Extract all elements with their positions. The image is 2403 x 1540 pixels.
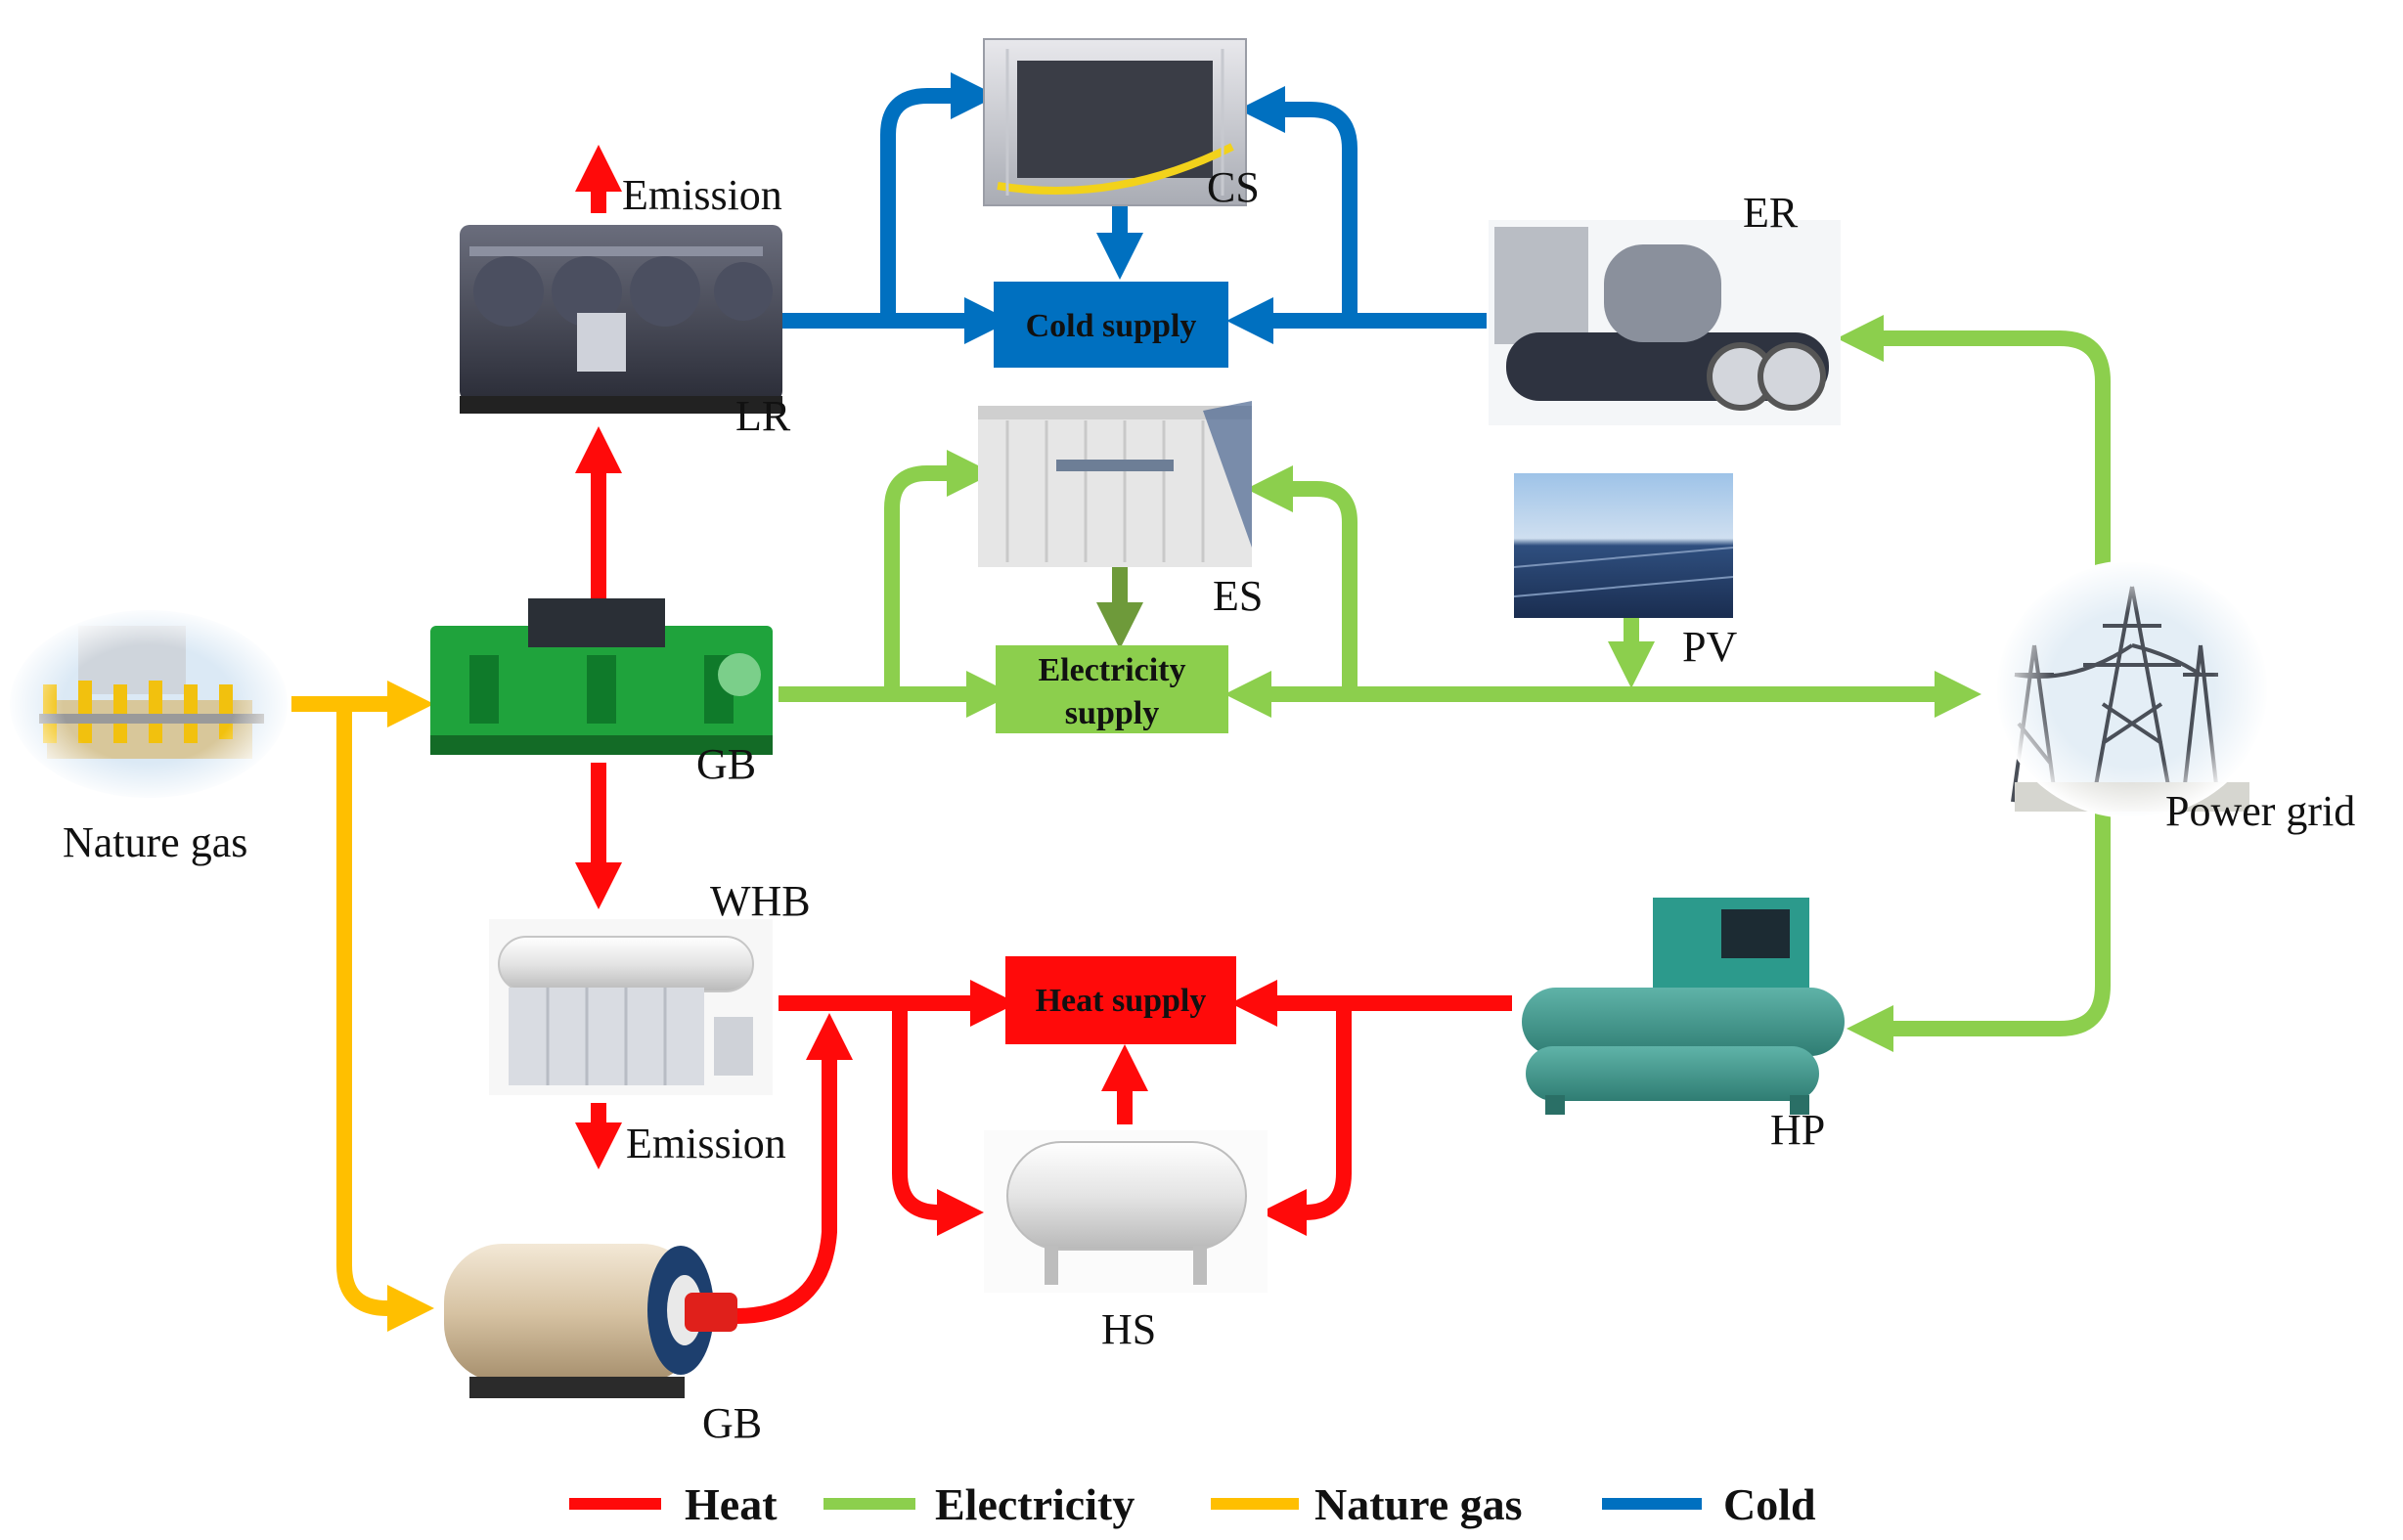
elec-flow-grid-to-hp	[1847, 812, 2111, 1052]
electric-storage-container-icon	[978, 401, 1252, 567]
gas-generator-icon	[430, 598, 773, 755]
gb-bottom-label: GB	[702, 1399, 762, 1447]
electric-refrigerator-icon	[1489, 220, 1841, 425]
heat-storage-tank-icon	[984, 1130, 1268, 1293]
gas-station-icon	[6, 606, 291, 802]
lr-label: LR	[735, 392, 791, 440]
emission-mid-label: Emission	[626, 1120, 786, 1167]
whb-label: WHB	[710, 877, 811, 925]
cold-flow-er-to-cs	[1238, 86, 1357, 321]
waste-heat-boiler-icon	[489, 919, 773, 1095]
legend: Heat Electricity Nature gas Cold	[569, 1479, 1816, 1529]
cold-flow-lr-to-cs	[880, 72, 998, 321]
cold-storage-tank-icon	[983, 38, 1247, 206]
legend-label-heat: Heat	[685, 1479, 778, 1529]
legend-label-electricity: Electricity	[935, 1479, 1135, 1529]
elec-flow-grid-to-er	[1837, 315, 2111, 575]
heat-supply-box: Heat supply	[1005, 956, 1236, 1044]
energy-flows	[291, 72, 2111, 1332]
es-label: ES	[1213, 572, 1263, 620]
gb-top-label: GB	[696, 740, 756, 788]
electricity-supply-box: Electricity supply	[996, 645, 1228, 733]
electricity-supply-label-line2: supply	[1065, 695, 1159, 731]
power-tower-icon	[1995, 560, 2269, 818]
cs-label: CS	[1207, 163, 1260, 211]
nature-gas-label: Nature gas	[63, 818, 247, 866]
heat-supply-label: Heat supply	[1036, 983, 1207, 1019]
pv-label: PV	[1682, 623, 1737, 671]
hp-label: HP	[1770, 1106, 1825, 1154]
power-grid-label: Power grid	[2165, 787, 2355, 835]
cold-supply-box: Cold supply	[994, 282, 1228, 368]
hs-label: HS	[1101, 1305, 1156, 1353]
legend-label-gas: Nature gas	[1314, 1479, 1523, 1529]
heat-flow-hp-to-hs	[1260, 1003, 1352, 1236]
gas-boiler-icon	[444, 1244, 737, 1398]
legend-label-cold: Cold	[1723, 1479, 1816, 1529]
er-label: ER	[1743, 189, 1799, 237]
lithium-bromide-refrigerator-icon	[460, 225, 782, 414]
gas-flow-to-gb-bottom	[336, 704, 434, 1332]
heat-flow-gbb-to-supply	[734, 1013, 853, 1324]
elec-flow-to-es	[1246, 465, 1357, 694]
electricity-supply-label-line1: Electricity	[1038, 652, 1185, 688]
heat-pump-icon	[1512, 898, 1845, 1115]
cold-supply-label: Cold supply	[1026, 308, 1197, 344]
emission-top-label: Emission	[622, 171, 782, 219]
elec-flow-gb-to-es	[884, 450, 994, 694]
solar-panel-icon	[1513, 473, 1734, 618]
heat-flow-supply-to-hs	[892, 1003, 984, 1236]
